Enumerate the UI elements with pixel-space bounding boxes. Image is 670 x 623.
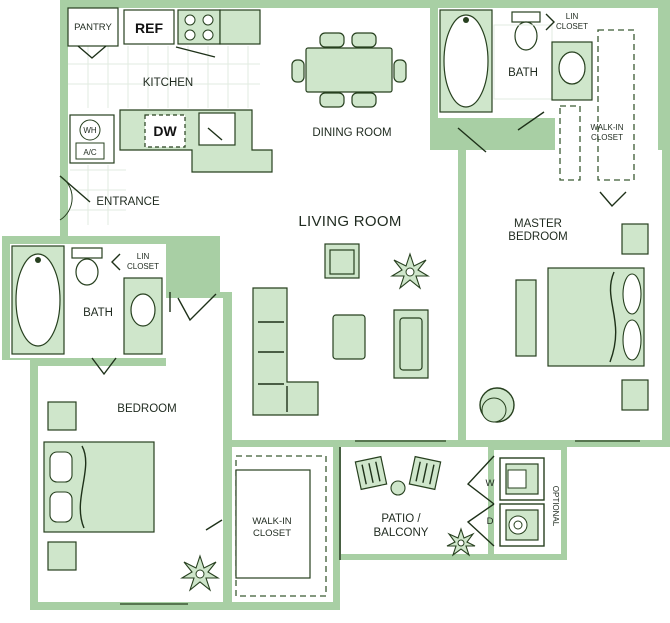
dining-room-label: DINING ROOM xyxy=(312,127,391,139)
patio-balcony: PATIO / BALCONY xyxy=(354,440,476,557)
optional-label: OPTIONAL xyxy=(551,486,560,527)
living-room-furniture: LIVING ROOM xyxy=(252,213,430,416)
wh-label: WH xyxy=(83,126,97,135)
master-bath-label: BATH xyxy=(508,67,538,79)
kitchen-label: KITCHEN xyxy=(143,77,193,89)
master-bedroom: MASTER BEDROOM xyxy=(479,218,649,442)
plant-icon xyxy=(446,527,476,557)
plant-icon xyxy=(180,554,220,592)
second-walkin-closet: WALK-IN CLOSET xyxy=(235,455,327,597)
kitchen-tile-floor xyxy=(68,46,260,225)
washer-letter: W xyxy=(486,478,495,489)
master-bath: BATH LIN CLOSET xyxy=(439,9,593,153)
living-room-label: LIVING ROOM xyxy=(298,213,401,230)
master-walkin-line1: WALK-IN xyxy=(590,123,623,132)
dryer-letter: D xyxy=(487,516,494,527)
bedroom-label: BEDROOM xyxy=(117,403,176,415)
master-bedroom-line1: MASTER xyxy=(514,218,562,230)
second-walkin-line1: WALK-IN xyxy=(252,516,291,527)
kitchen-fixtures: PANTRY REF KITCHEN DW WH A/C xyxy=(67,7,273,173)
second-walkin-line2: CLOSET xyxy=(253,528,291,539)
master-walkin-closet: WALK-IN CLOSET xyxy=(559,29,635,208)
laundry: W D OPTIONAL xyxy=(466,455,560,547)
dw-label: DW xyxy=(153,123,177,139)
patio-line1: PATIO / xyxy=(381,513,421,525)
ref-label: REF xyxy=(135,20,163,36)
second-lin-closet-line1: LIN xyxy=(137,252,150,261)
second-bath: BATH LIN CLOSET xyxy=(11,245,217,376)
bedroom: BEDROOM xyxy=(43,401,223,605)
entrance-label: ENTRANCE xyxy=(96,196,160,208)
master-lin-closet-line2: CLOSET xyxy=(556,22,588,31)
master-lin-closet-line1: LIN xyxy=(566,12,579,21)
patio-line2: BALCONY xyxy=(374,527,429,539)
interior-walls xyxy=(169,292,341,560)
master-walkin-line2: CLOSET xyxy=(591,133,623,142)
second-bath-label: BATH xyxy=(83,307,113,319)
master-bedroom-line2: BEDROOM xyxy=(508,231,567,243)
second-lin-closet-line2: CLOSET xyxy=(127,262,159,271)
ac-label: A/C xyxy=(83,148,97,157)
entrance: ENTRANCE xyxy=(59,175,160,221)
pantry-label: PANTRY xyxy=(74,22,112,33)
plant-icon xyxy=(390,252,430,290)
dining-set: DINING ROOM xyxy=(291,32,407,139)
